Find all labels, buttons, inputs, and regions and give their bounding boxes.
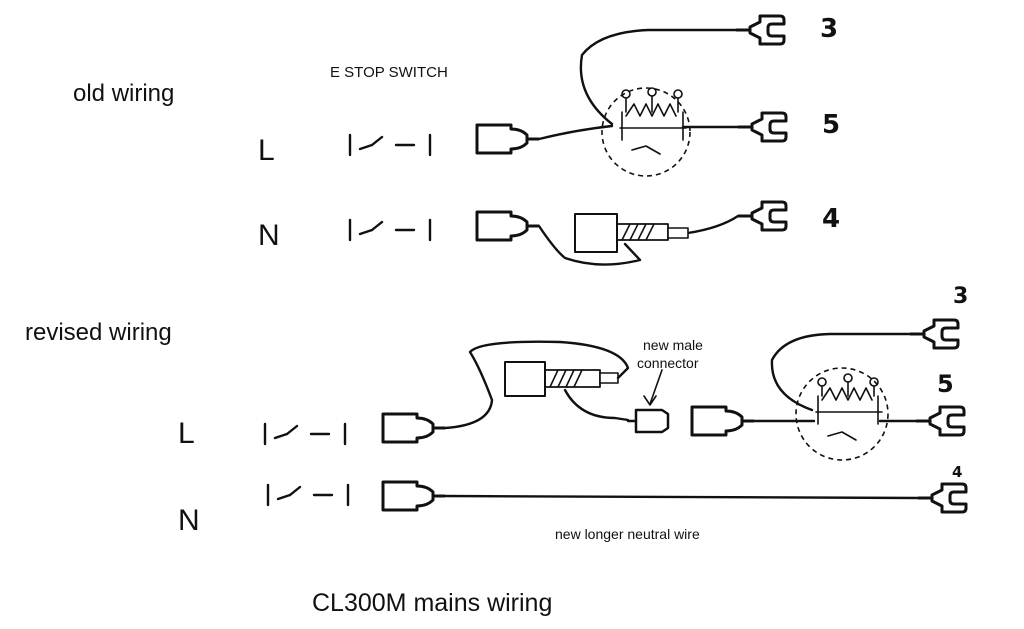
old-male-connector (574, 213, 689, 253)
old-live-female-connector (475, 123, 541, 155)
old-neutral-label: N (258, 219, 280, 252)
old-estop-switch-symbol (601, 87, 691, 177)
revised-neutral-female-connector (381, 480, 447, 512)
revised-live-wire-loop (443, 340, 630, 430)
revised-wiring-label: revised wiring (25, 319, 172, 346)
revised-terminal-4: 4 (952, 463, 962, 481)
estop-switch-label: E STOP SWITCH (330, 64, 448, 81)
old-live-label: L (258, 134, 275, 167)
revised-fork-terminal-3 (908, 318, 960, 350)
revised-wire-estop-to-terminal-3 (770, 332, 912, 412)
old-live-switch-symbol (348, 133, 432, 157)
revised-live-female-connector (381, 412, 447, 444)
new-male-connector-label-line2: connector (637, 355, 699, 371)
revised-live-switch-symbol (263, 422, 347, 446)
diagram-caption: CL300M mains wiring (312, 589, 552, 617)
revised-live-label: L (178, 417, 195, 450)
old-neutral-switch-symbol (348, 218, 432, 242)
old-live-wire-to-estop (537, 124, 614, 141)
old-terminal-5: 5 (822, 110, 840, 140)
revised-neutral-label: N (178, 504, 200, 537)
old-terminal-4: 4 (822, 204, 840, 234)
new-male-connector-plug (626, 408, 670, 434)
revised-male-connector (504, 361, 619, 397)
old-fork-terminal-5 (736, 111, 788, 143)
new-male-connector-label-line1: new male (643, 337, 703, 353)
revised-terminal-5: 5 (937, 370, 954, 398)
new-male-connector-arrow (643, 369, 663, 406)
old-terminal-3: 3 (820, 14, 838, 44)
revised-fork-terminal-4 (916, 482, 968, 514)
revised-fork-terminal-5 (914, 405, 966, 437)
old-neutral-wire-to-male-connector (537, 224, 642, 266)
old-wire-estop-to-terminal-3 (579, 28, 738, 126)
old-fork-terminal-4 (736, 200, 788, 232)
old-wiring-label: old wiring (73, 80, 174, 107)
old-fork-terminal-3 (734, 14, 786, 46)
revised-estop-female-connector (690, 405, 756, 437)
old-wire-male-to-terminal-4 (686, 214, 740, 235)
revised-neutral-switch-symbol (266, 483, 350, 507)
revised-estop-switch-symbol (795, 367, 889, 461)
old-neutral-female-connector (475, 210, 541, 242)
revised-terminal-3: 3 (953, 284, 968, 309)
new-longer-neutral-label: new longer neutral wire (555, 526, 700, 542)
revised-live-wire-to-new-male (563, 388, 630, 422)
new-longer-neutral-wire (443, 494, 920, 500)
